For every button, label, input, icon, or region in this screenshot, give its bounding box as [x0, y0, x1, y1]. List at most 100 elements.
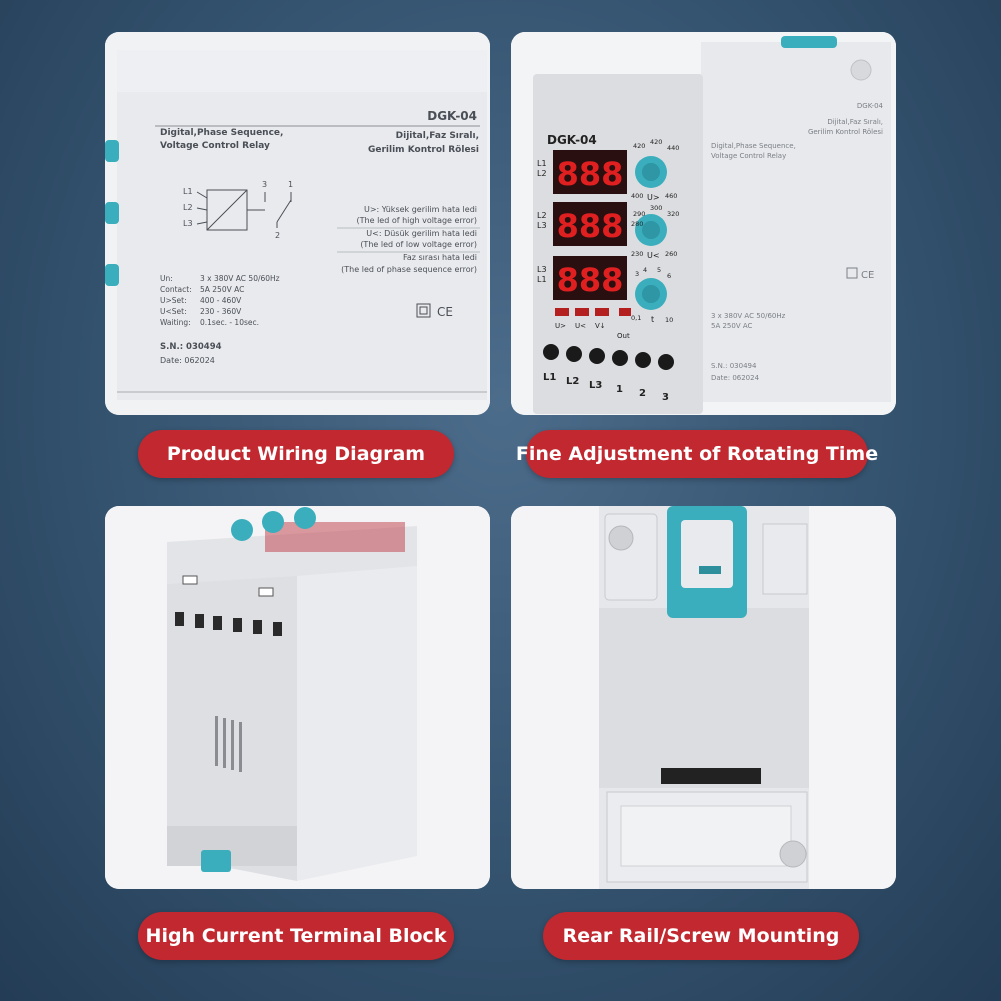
led-low-en: (The led of low voltage error): [360, 240, 477, 249]
label-name-en-2: Voltage Control Relay: [160, 141, 270, 151]
front-model: DGK-04: [547, 133, 597, 147]
spec-contact-value: 5A 250V AC: [200, 285, 244, 294]
side-button-middle: [105, 202, 119, 224]
caption-fine-adjustment: Fine Adjustment of Rotating Time: [516, 430, 878, 478]
svg-text:4: 4: [643, 266, 647, 274]
rail-clip[interactable]: [201, 850, 231, 872]
terminal-label-2: 2: [639, 388, 646, 399]
svg-text:L3: L3: [537, 265, 547, 274]
svg-text:5: 5: [657, 266, 661, 274]
svg-text:3: 3: [262, 180, 267, 189]
svg-text:L1: L1: [537, 159, 547, 168]
relay-front-illustration: DGK-04 888 888 888 L1 L2 L2 L3 L3 L1: [511, 32, 896, 415]
svg-text:L2: L2: [183, 203, 193, 212]
svg-text:DGK-04: DGK-04: [857, 102, 884, 110]
svg-text:U>: U>: [555, 322, 566, 330]
led-low-tr: U<: Düsük gerilim hata ledi: [366, 229, 477, 238]
ce-mark: CE: [437, 305, 453, 319]
led-high-en: (The led of high voltage error): [357, 216, 477, 225]
svg-text:3: 3: [635, 270, 639, 278]
svg-text:Date: 062024: Date: 062024: [711, 374, 760, 382]
terminal-screws: [543, 344, 674, 370]
svg-text:290: 290: [633, 210, 645, 218]
spec-uhi-value: 400 - 460V: [200, 296, 242, 305]
spec-wait-value: 0.1sec. - 10sec.: [200, 318, 259, 327]
label-model: DGK-04: [427, 109, 477, 123]
terminal-label-l1: L1: [543, 372, 556, 383]
svg-text:Gerilim Kontrol Rölesi: Gerilim Kontrol Rölesi: [808, 128, 883, 136]
svg-text:V↓: V↓: [595, 322, 606, 330]
svg-text:L1: L1: [183, 187, 193, 196]
spec-wait-key: Waiting:: [160, 318, 191, 327]
spec-contact-key: Contact:: [160, 285, 192, 294]
serial-number: S.N.: 030494: [160, 342, 222, 352]
svg-text:L3: L3: [537, 221, 547, 230]
double-insulation-icon: [416, 303, 431, 318]
screw-hole: [779, 840, 807, 868]
relay-terminal-illustration: [105, 506, 490, 889]
terminal-block-photo: [105, 506, 490, 889]
rail-clip-top: [781, 36, 837, 48]
svg-text:1: 1: [288, 180, 293, 189]
svg-text:U<: U<: [647, 251, 660, 260]
vent-slots: [215, 716, 242, 772]
terminal-label-1: 1: [616, 384, 623, 395]
display-row-2: 888: [553, 202, 627, 246]
side-button-top: [105, 140, 119, 162]
label-name-tr-1: Dijital,Faz Sıralı,: [396, 131, 479, 141]
svg-text:460: 460: [665, 192, 677, 200]
display-row-1: 888: [553, 150, 627, 194]
svg-text:280: 280: [631, 220, 643, 228]
svg-text:Digital,Phase Sequence,: Digital,Phase Sequence,: [711, 142, 796, 150]
svg-text:260: 260: [665, 250, 677, 258]
relay-label-illustration: DGK-04 Digital,Phase Sequence, Voltage C…: [105, 32, 490, 415]
svg-text:888: 888: [557, 207, 624, 245]
svg-text:6: 6: [667, 272, 671, 280]
terminal-label-3: 3: [662, 392, 669, 403]
svg-text:U>: U>: [647, 193, 660, 202]
front-panel-photo: DGK-04 888 888 888 L1 L2 L2 L3 L3 L1: [511, 32, 896, 415]
led-high-tr: U>: Yüksek gerilim hata ledi: [364, 205, 477, 214]
side-button-bottom: [105, 264, 119, 286]
spec-uhi-key: U>Set:: [160, 296, 187, 305]
production-date: Date: 062024: [160, 356, 215, 365]
terminal-label-l2: L2: [566, 376, 579, 387]
label-name-tr-2: Gerilim Kontrol Rölesi: [368, 145, 479, 155]
terminal-slots: [175, 612, 282, 636]
svg-text:888: 888: [557, 261, 624, 299]
svg-text:U<: U<: [575, 322, 586, 330]
caption-product-wiring-diagram: Product Wiring Diagram: [138, 430, 454, 478]
svg-text:S.N.: 030494: S.N.: 030494: [711, 362, 757, 370]
display-row-3: 888: [553, 256, 627, 300]
svg-text:300: 300: [650, 204, 662, 212]
svg-text:2: 2: [275, 231, 280, 240]
led-phase-en: (The led of phase sequence error): [341, 265, 477, 274]
knob-time-delay[interactable]: [635, 278, 667, 310]
wiring-diagram: [196, 189, 292, 231]
svg-text:400: 400: [631, 192, 643, 200]
svg-text:10: 10: [665, 316, 673, 324]
label-name-en-1: Digital,Phase Sequence,: [160, 128, 283, 138]
knob-low-voltage[interactable]: [635, 214, 667, 246]
spec-un-value: 3 x 380V AC 50/60Hz: [200, 274, 280, 283]
led-phase-tr: Faz sırası hata ledi: [403, 253, 477, 262]
svg-text:5A 250V AC: 5A 250V AC: [711, 322, 753, 330]
svg-text:888: 888: [557, 155, 624, 193]
terminal-label-l3: L3: [589, 380, 602, 391]
knob-high-voltage[interactable]: [635, 156, 667, 188]
svg-text:3 x 380V AC 50/60Hz: 3 x 380V AC 50/60Hz: [711, 312, 786, 320]
caption-terminal-block: High Current Terminal Block: [138, 912, 454, 960]
rail-slot: [661, 768, 761, 784]
svg-text:Dijital,Faz Sıralı,: Dijital,Faz Sıralı,: [827, 118, 883, 126]
svg-text:230: 230: [631, 250, 643, 258]
din-rail-clip[interactable]: [667, 506, 747, 618]
spec-un-key: Un:: [160, 274, 173, 283]
svg-text:L1: L1: [537, 275, 547, 284]
svg-text:320: 320: [667, 210, 679, 218]
svg-text:420: 420: [650, 138, 662, 146]
spec-ulo-value: 230 - 360V: [200, 307, 242, 316]
svg-text:420: 420: [633, 142, 645, 150]
svg-text:0,1: 0,1: [631, 314, 641, 322]
error-leds: [555, 308, 631, 316]
svg-text:Voltage Control Relay: Voltage Control Relay: [711, 152, 786, 160]
